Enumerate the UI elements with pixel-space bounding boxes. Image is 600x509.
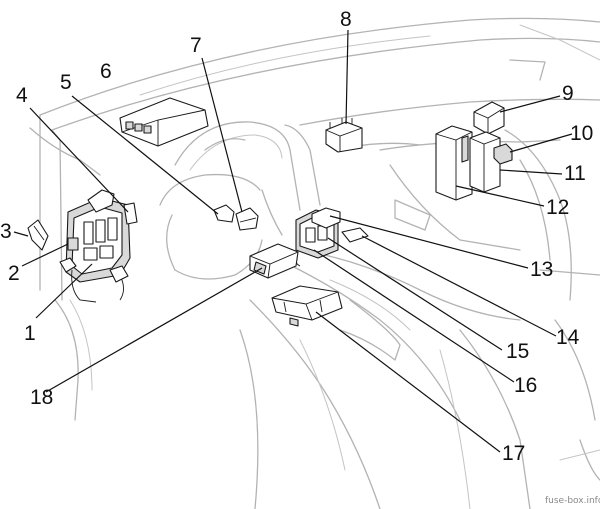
callout-15: 15 bbox=[506, 340, 529, 363]
callout-4: 4 bbox=[16, 84, 28, 107]
leader-8 bbox=[345, 29, 349, 125]
leader-13 bbox=[329, 215, 529, 269]
leader-2 bbox=[21, 243, 69, 267]
leader-lines bbox=[13, 29, 573, 453]
callout-9: 9 bbox=[562, 82, 574, 105]
callout-13: 13 bbox=[530, 258, 553, 281]
leader-15 bbox=[327, 237, 503, 351]
watermark: fuse-box.info bbox=[545, 496, 600, 506]
part-8-module bbox=[325, 118, 363, 153]
callout-6: 6 bbox=[100, 60, 112, 83]
callout-18: 18 bbox=[30, 386, 53, 409]
leader-3 bbox=[13, 231, 29, 237]
leader-4 bbox=[29, 107, 129, 213]
part-5-module bbox=[213, 204, 235, 223]
part-9-relay bbox=[473, 101, 505, 135]
callout-7: 7 bbox=[190, 34, 202, 57]
leader-10 bbox=[509, 133, 573, 153]
callout-16: 16 bbox=[514, 374, 537, 397]
part-17-module bbox=[271, 285, 343, 327]
callout-5: 5 bbox=[60, 71, 72, 94]
leader-12 bbox=[455, 185, 545, 207]
part-18-module bbox=[249, 243, 299, 279]
part-12-junction-block bbox=[435, 125, 473, 201]
left-junction-block bbox=[59, 189, 138, 303]
callout-numbers: 1 2 3 4 5 6 7 8 9 10 11 12 13 14 15 16 1… bbox=[0, 8, 593, 465]
leader-17 bbox=[315, 311, 501, 453]
callout-10: 10 bbox=[570, 122, 593, 145]
part-2-relay bbox=[67, 237, 79, 251]
part-6-ecu bbox=[119, 97, 209, 147]
callout-17: 17 bbox=[502, 442, 525, 465]
callout-1: 1 bbox=[24, 322, 36, 345]
callout-2: 2 bbox=[8, 262, 20, 285]
part-7-relay bbox=[235, 207, 259, 231]
leader-16 bbox=[313, 249, 515, 383]
leader-11 bbox=[499, 169, 563, 175]
leader-18 bbox=[45, 267, 263, 393]
callout-8: 8 bbox=[340, 8, 352, 31]
part-10-relay bbox=[493, 143, 513, 165]
leader-7 bbox=[201, 57, 243, 213]
callout-11: 11 bbox=[564, 162, 586, 185]
part-center-junction-cluster bbox=[294, 207, 369, 267]
leader-5 bbox=[71, 95, 219, 215]
leader-9 bbox=[499, 95, 561, 113]
leader-14 bbox=[361, 235, 557, 337]
callout-3: 3 bbox=[0, 220, 12, 243]
callout-12: 12 bbox=[546, 196, 569, 219]
callout-14: 14 bbox=[556, 326, 580, 349]
leader-1 bbox=[35, 263, 93, 319]
part-11-module bbox=[469, 131, 501, 193]
part-3-cover bbox=[27, 219, 49, 251]
